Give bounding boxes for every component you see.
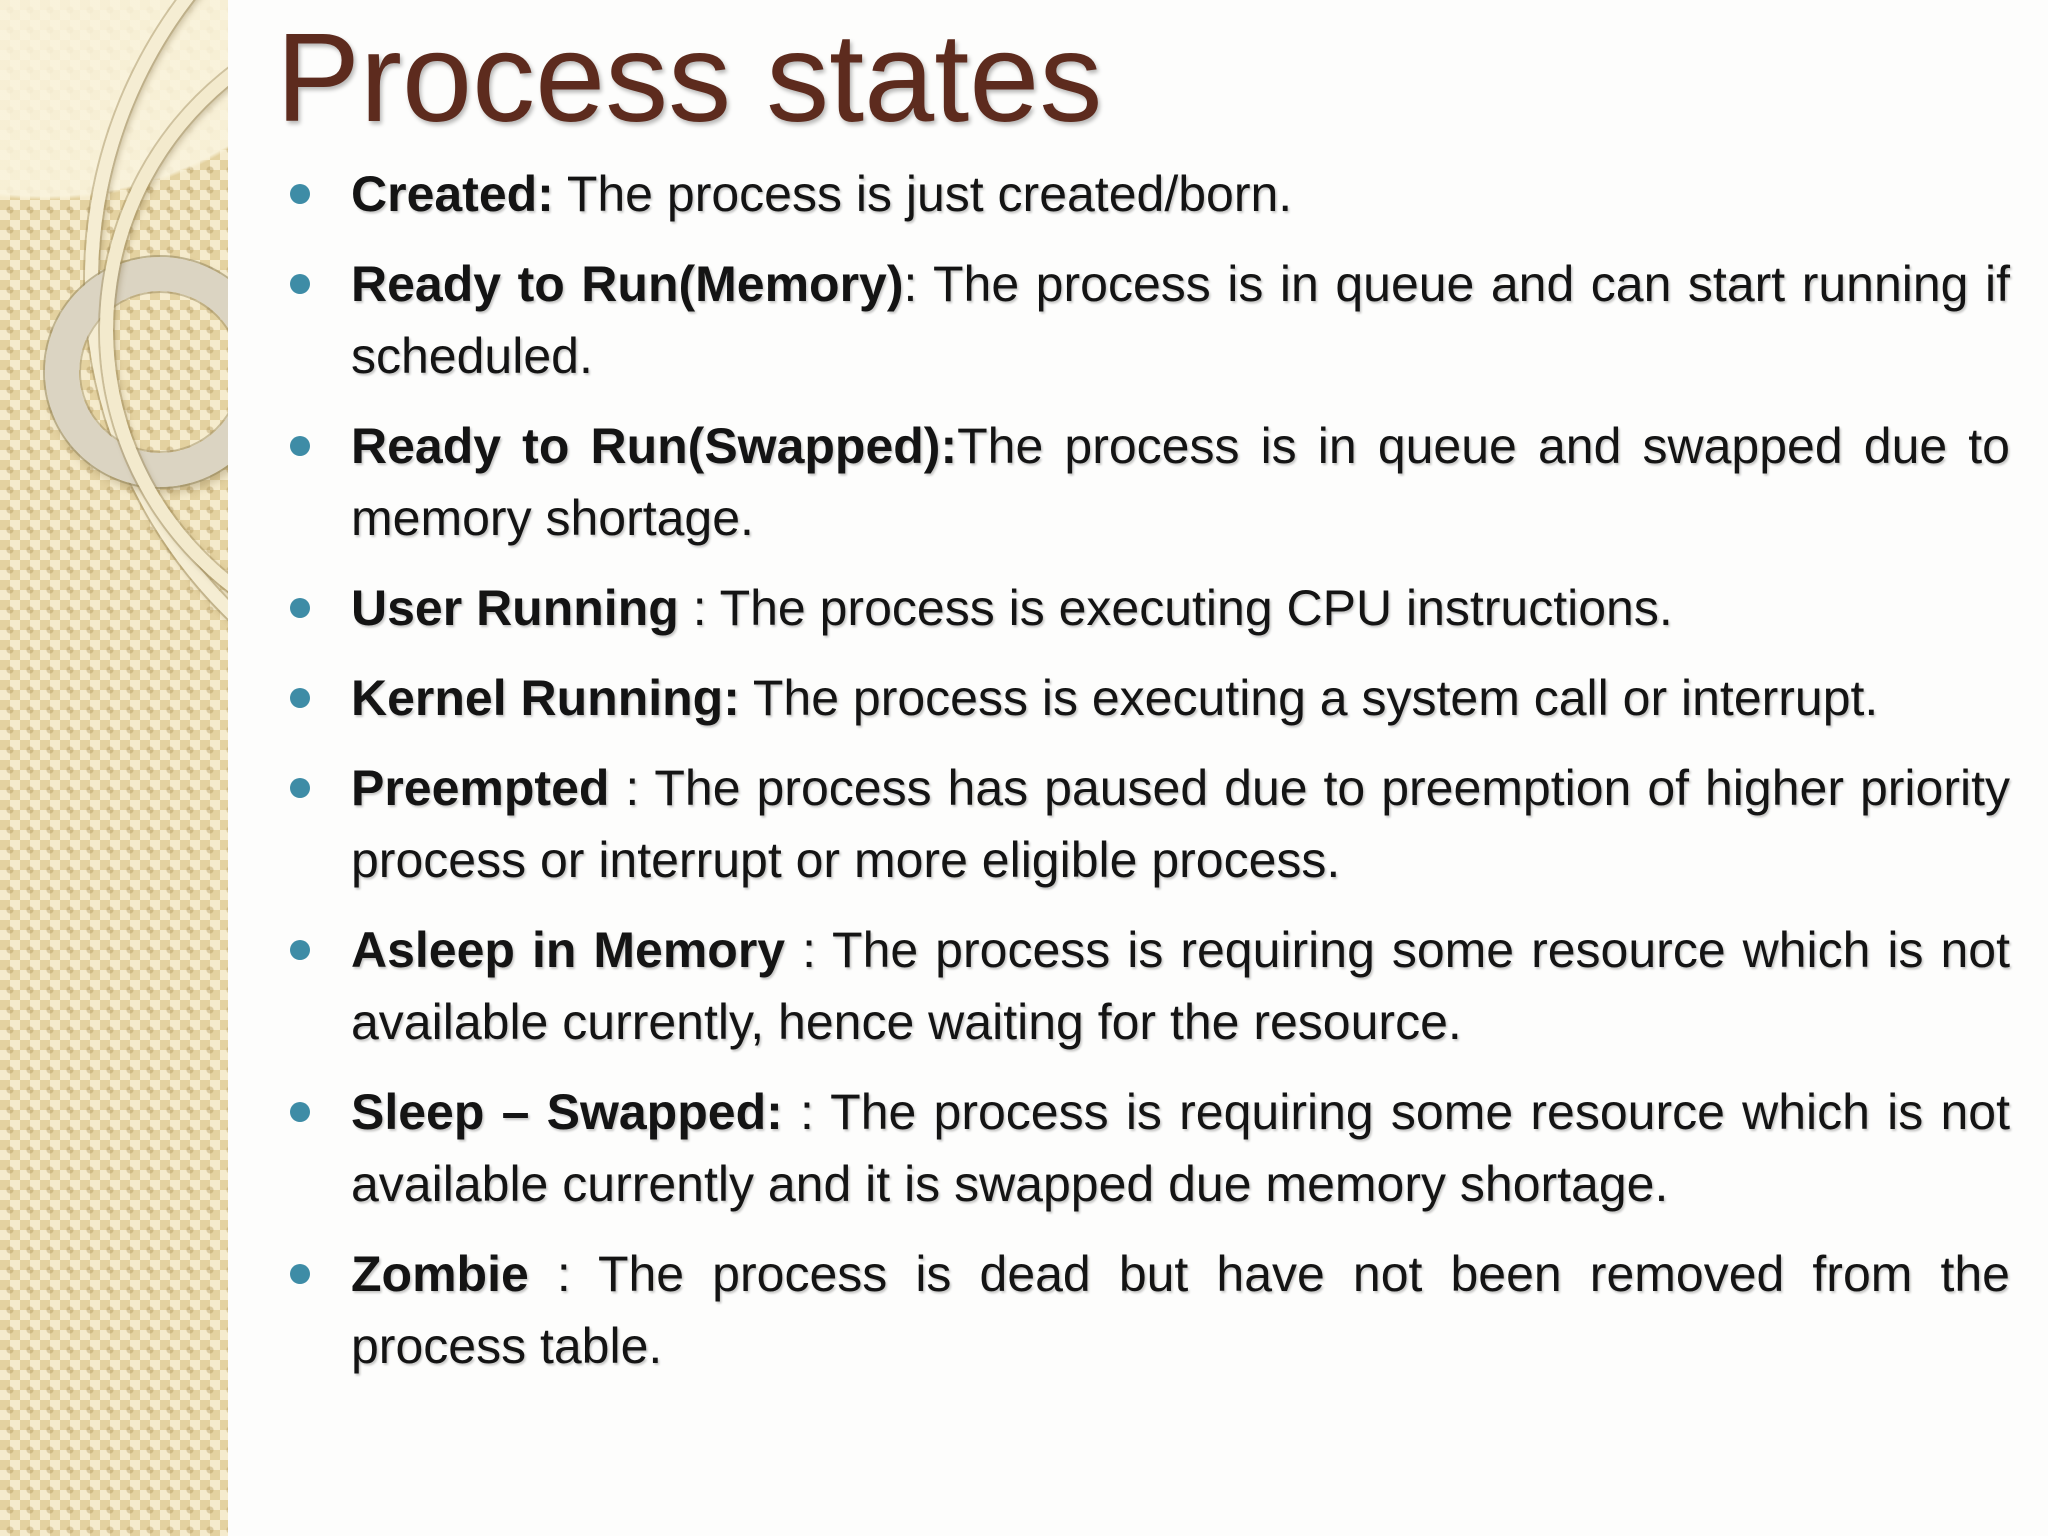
- state-description: The process is in queue and swapped due …: [351, 418, 2010, 546]
- list-item-zombie: Zombie : The process is dead but have no…: [276, 1238, 2010, 1382]
- state-description: : The process has paused due to preempti…: [351, 760, 2010, 888]
- process-state-list: Created: The process is just created/bor…: [276, 158, 2010, 1382]
- state-description: The process is just created/born.: [553, 166, 1293, 222]
- state-description: : The process is in queue and can start …: [351, 256, 2010, 384]
- state-term: Zombie: [351, 1246, 529, 1302]
- state-term: Kernel Running:: [351, 670, 740, 726]
- list-item-ready-memory: Ready to Run(Memory): The process is in …: [276, 248, 2010, 392]
- state-term: Sleep – Swapped:: [351, 1084, 783, 1140]
- state-term: Asleep in Memory: [351, 922, 786, 978]
- state-term: User Running: [351, 580, 679, 636]
- state-term: Preempted: [351, 760, 610, 816]
- slide-content: Process states Created: The process is j…: [228, 0, 2048, 1536]
- state-term: Ready to Run(Swapped):: [351, 418, 958, 474]
- list-item-ready-swapped: Ready to Run(Swapped):The process is in …: [276, 410, 2010, 554]
- state-description: : The process is requiring some resource…: [351, 1084, 2010, 1212]
- list-item-asleep-memory: Asleep in Memory : The process is requir…: [276, 914, 2010, 1058]
- state-description: The process is executing a system call o…: [739, 670, 1879, 726]
- state-description: : The process is requiring some resource…: [351, 922, 2011, 1050]
- decorative-sidebar: [0, 0, 228, 1536]
- state-term: Created:: [351, 166, 554, 222]
- list-item-created: Created: The process is just created/bor…: [276, 158, 2010, 230]
- state-description: : The process is executing CPU instructi…: [678, 580, 1673, 636]
- list-item-kernel-running: Kernel Running: The process is executing…: [276, 662, 2010, 734]
- slide-title: Process states: [276, 7, 1103, 148]
- state-description: : The process is dead but have not been …: [351, 1246, 2010, 1374]
- list-item-sleep-swapped: Sleep – Swapped: : The process is requir…: [276, 1076, 2010, 1220]
- list-item-user-running: User Running : The process is executing …: [276, 572, 2010, 644]
- list-item-preempted: Preempted : The process has paused due t…: [276, 752, 2010, 896]
- state-term: Ready to Run(Memory): [351, 256, 904, 312]
